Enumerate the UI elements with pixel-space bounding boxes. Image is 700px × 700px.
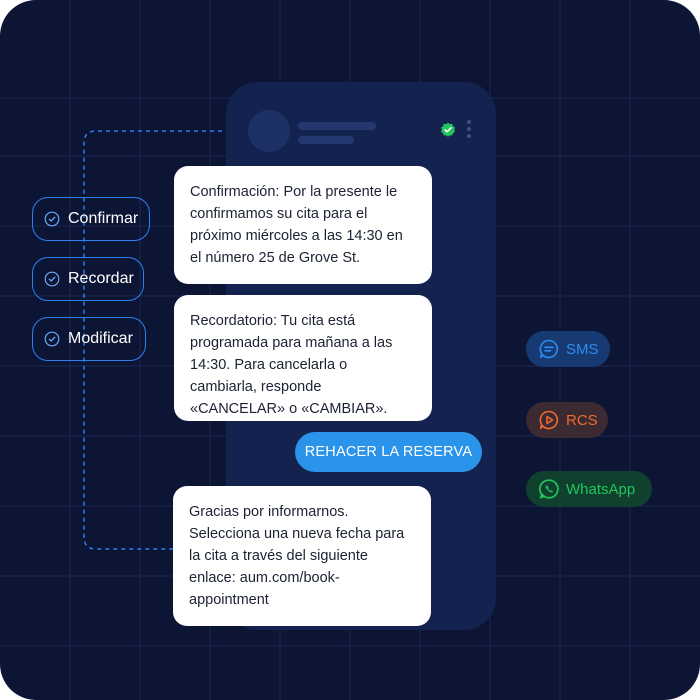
channel-sms: SMS — [526, 331, 610, 367]
rcs-play-icon — [539, 410, 559, 430]
contact-name-placeholder — [298, 122, 376, 130]
channel-label: WhatsApp — [566, 480, 636, 498]
check-circle-icon — [44, 331, 60, 347]
whatsapp-icon — [538, 479, 559, 499]
check-circle-icon — [44, 211, 60, 227]
contact-subtitle-placeholder — [298, 136, 354, 144]
chat-bubble-icon — [539, 339, 559, 359]
option-label: Recordar — [68, 270, 134, 287]
avatar — [248, 110, 290, 152]
channel-rcs: RCS — [526, 402, 608, 438]
channel-whatsapp: WhatsApp — [526, 471, 652, 507]
option-label: Modificar — [68, 330, 133, 347]
channel-label: SMS — [566, 340, 599, 358]
message-confirmation: Confirmación: Por la presente le confirm… — [174, 166, 432, 284]
more-options-icon[interactable] — [466, 120, 472, 140]
verified-badge-icon — [441, 122, 455, 137]
option-label: Confirmar — [68, 210, 139, 227]
option-confirm-button[interactable]: Confirmar — [32, 197, 150, 241]
message-followup: Gracias por informarnos. Selecciona una … — [173, 486, 431, 626]
channel-label: RCS — [566, 411, 598, 429]
check-circle-icon — [44, 271, 60, 287]
reply-rebook-button[interactable]: REHACER LA RESERVA — [295, 432, 482, 472]
option-remind-button[interactable]: Recordar — [32, 257, 144, 301]
option-modify-button[interactable]: Modificar — [32, 317, 146, 361]
message-reminder: Recordatorio: Tu cita está programada pa… — [174, 295, 432, 421]
